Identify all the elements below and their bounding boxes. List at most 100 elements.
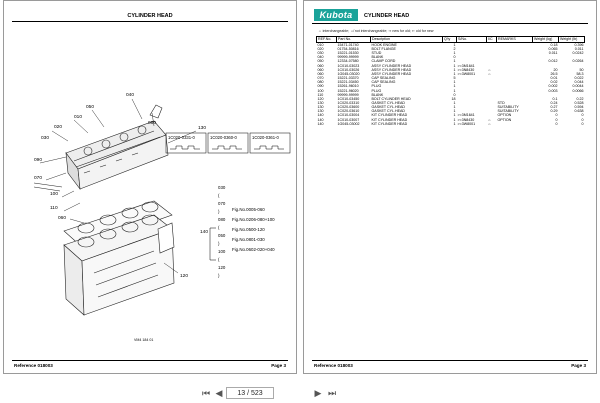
callout-050: 050 <box>86 104 94 110</box>
cell-lb: 0.594 <box>574 105 584 110</box>
callout-020: 020 <box>54 124 62 130</box>
divider <box>312 23 588 24</box>
cell-part: 1C020-03610 <box>337 109 360 114</box>
cell-lb: 0.528 <box>574 100 584 105</box>
cell-ref: 040 <box>317 55 324 60</box>
page-number: Page 3 <box>571 363 586 368</box>
cell-lb: 0.0066 <box>572 88 584 93</box>
cell-qty: 0 <box>453 92 456 97</box>
cell-qty: 1 <box>453 71 456 76</box>
callout-130: 130 <box>198 125 206 131</box>
next-page-button[interactable]: ▶ <box>312 387 324 399</box>
stack-item: 120 <box>218 265 226 270</box>
cell-ref: 130 <box>317 109 324 114</box>
last-page-button[interactable]: ⏭ <box>326 387 338 399</box>
cell-part: 15221-03450 <box>337 80 359 85</box>
callout-100: 100 <box>50 191 58 197</box>
exploded-diagram: 010 020 030 040 050 080 090 070 100 110 … <box>33 92 291 342</box>
cell-ref: 080 <box>317 80 324 85</box>
cell-part: 99999-99999 <box>337 92 359 97</box>
fig-note: Fig.No.0005-060 <box>232 207 265 212</box>
cell-kg: 0.24 <box>550 100 558 105</box>
cell-ref: 010 <box>317 42 324 47</box>
cell-desc: BOLT FLANGE <box>371 46 396 51</box>
cell-qty: 1 <box>453 121 456 126</box>
callout-030: 030 <box>41 135 49 141</box>
cell-lb: 0.0242 <box>572 51 584 56</box>
stack-item: ) <box>218 273 220 278</box>
cell-rem: OPTION <box>497 113 512 118</box>
cell-ref: 090 <box>317 84 324 89</box>
cell-desc: KIT CYLINDER HEAD <box>371 121 408 126</box>
page-number: Page 3 <box>271 363 286 368</box>
cell-kg: 0.1 <box>552 96 558 101</box>
callout-040: 040 <box>126 92 134 98</box>
callout-070: 070 <box>34 175 42 181</box>
next-page-icon: ▶ <box>314 387 322 398</box>
cell-desc: CAP SEALING <box>371 76 396 81</box>
page-number-input[interactable]: 13 / 523 <box>226 387 274 399</box>
cell-lb: 0 <box>581 117 584 122</box>
cell-sno: >=3W8001 <box>457 121 476 126</box>
column-header: Weight (lb) <box>558 36 585 43</box>
cell-desc: KIT CYLINDER HEAD <box>371 117 408 122</box>
cell-ref: 020 <box>317 46 324 51</box>
cell-kg: 0.002 <box>548 84 558 89</box>
cell-qty: 1 <box>453 67 456 72</box>
cell-ic: ⇔ <box>487 71 492 76</box>
cell-kg: 0.27 <box>550 105 558 110</box>
reference-text: Reference 018003 <box>14 363 53 368</box>
cell-ref: 120 <box>317 96 324 101</box>
cell-desc: ASSY CYLINDER HEAD <box>371 63 412 68</box>
cell-sno: >=3M1641 <box>457 63 475 68</box>
kubota-logo: Kubota <box>314 9 358 21</box>
callout-060: 060 <box>58 215 66 221</box>
cell-ref: 070 <box>317 76 324 81</box>
cell-sno: >=3N8430 <box>457 67 475 72</box>
inset-label-3: 1C020-0361-0 <box>252 135 279 140</box>
cell-part: 01754-50816 <box>337 46 359 51</box>
cell-part: 99999-99999 <box>337 55 359 60</box>
cell-part: 1G045-03020 <box>337 71 360 76</box>
stack-item: 050 <box>218 233 226 238</box>
cell-ref: 140 <box>317 113 324 118</box>
cell-ref: 060 <box>317 67 324 72</box>
cylinder-head-drawing <box>33 104 175 316</box>
cell-part: 1C010-03026 <box>337 67 360 72</box>
cell-qty: 1 <box>453 84 456 89</box>
reference-text: Reference 018003 <box>314 363 353 368</box>
cell-desc: HOOK ENGINE <box>371 42 397 47</box>
cell-ref: 100 <box>317 88 324 93</box>
cell-qty: 1 <box>453 105 456 110</box>
cell-rem: OPTION <box>497 117 512 122</box>
cell-part: 15261-96010 <box>337 84 359 89</box>
first-page-button[interactable]: ⏮ <box>200 387 212 399</box>
cell-kg: 0 <box>555 113 558 118</box>
prev-page-icon: ◀ <box>215 387 223 398</box>
inset-label-2: 1C020-0360-0 <box>210 135 237 140</box>
table-row: 060 1C010-03026 ASSY CYLINDER HEAD 1>=3N843… <box>317 68 585 72</box>
inset-label-1: 1C020-0331-0 <box>168 135 195 140</box>
prev-page-button[interactable]: ◀ <box>213 387 225 399</box>
cell-lb: 0.0044 <box>572 84 584 89</box>
fig-note: Fig.No.0500-120 <box>232 227 265 232</box>
cell-part: 1C010-03004 <box>337 113 360 118</box>
cell-lb: 58.3 <box>576 71 584 76</box>
cell-ref: 030 <box>317 51 324 56</box>
legend-text: ⇔ interchangeable; ⇎ not interchangeable… <box>318 29 434 33</box>
cell-desc: ASSY CYLINDER HEAD <box>371 67 412 72</box>
callout-090: 090 <box>34 157 42 163</box>
cell-lb: 0 <box>581 121 584 126</box>
cell-lb: 0 <box>581 113 584 118</box>
cell-lb: 50 <box>579 67 584 72</box>
cell-desc: BLANK <box>371 92 384 97</box>
cell-ref: 140 <box>317 117 324 122</box>
